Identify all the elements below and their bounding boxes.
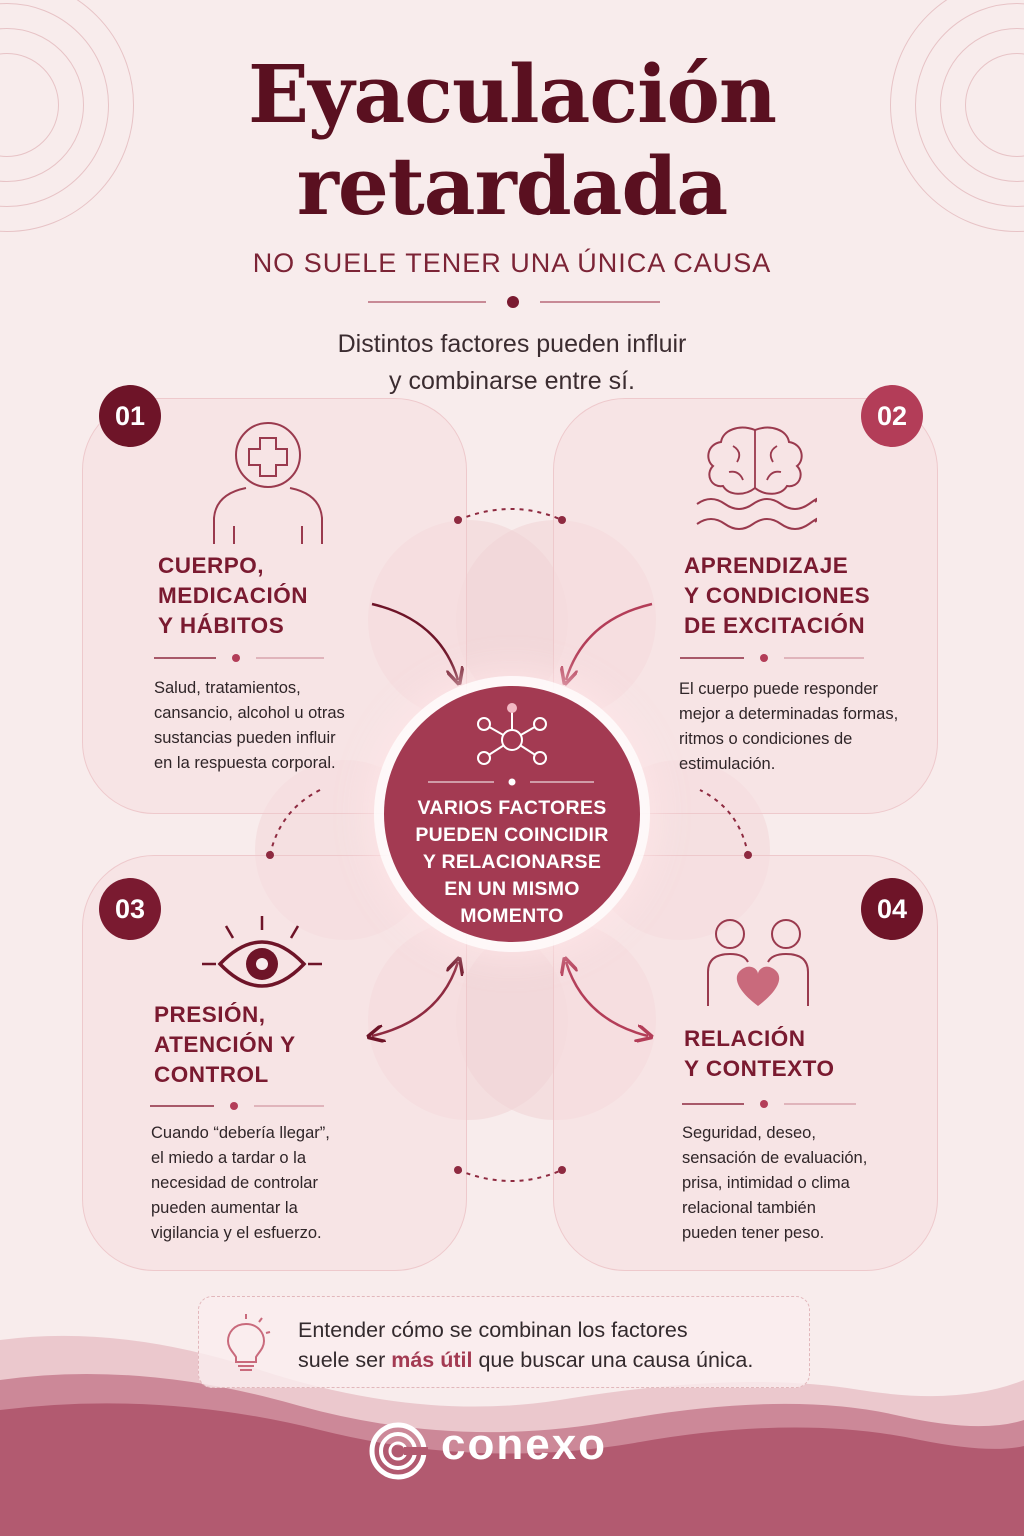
title-line-2: retardada	[296, 139, 729, 233]
note-line-1: Entender cómo se combinan los factores	[298, 1318, 688, 1342]
header-divider	[368, 296, 660, 308]
factor-1-desc-line-3: sustancias pueden influir	[154, 729, 336, 747]
factor-2-title-line-2: Y CONDICIONES	[684, 583, 871, 608]
factor-3-desc-line-3: necesidad de controlar	[151, 1174, 318, 1192]
center-line-1: VARIOS FACTORES	[417, 797, 607, 819]
factor-3-divider	[150, 1102, 324, 1110]
brand-name: conexo	[441, 1420, 608, 1469]
factor-1-title-line-2: MEDICACIÓN	[158, 583, 308, 608]
lightbulb-icon	[226, 1314, 271, 1371]
arrow-factor-4	[566, 962, 648, 1036]
factor-4-title: RELACIÓN Y CONTEXTO	[684, 1024, 834, 1084]
factor-4-divider	[682, 1100, 856, 1108]
factor-2-title-line-3: DE EXCITACIÓN	[684, 613, 866, 638]
note-line-2: suele ser más útil que buscar una causa …	[298, 1345, 753, 1375]
factor-3-title-line-3: CONTROL	[154, 1062, 269, 1087]
badge-01: 01	[99, 385, 161, 447]
intro-line-2: y combinarse entre sí.	[389, 367, 635, 395]
factor-1-desc-line-4: en la respuesta corporal.	[154, 754, 336, 772]
factor-3-title-line-2: ATENCIÓN Y	[154, 1032, 296, 1057]
intro-text: Distintos factores pueden influir y comb…	[0, 326, 1024, 400]
factor-1-desc-line-2: cansancio, alcohol u otras	[154, 704, 345, 722]
factor-2-desc-line-2: mejor a determinadas formas,	[679, 705, 899, 723]
factor-4-title-line-2: Y CONTEXTO	[684, 1056, 835, 1081]
badge-04: 04	[861, 878, 923, 940]
note-line-2-before: suele ser	[298, 1348, 392, 1372]
factor-3-title: PRESIÓN, ATENCIÓN Y CONTROL	[154, 1000, 296, 1090]
factor-1-title-line-1: CUERPO,	[158, 553, 265, 578]
factor-4-desc-line-2: sensación de evaluación,	[682, 1149, 868, 1167]
network-nodes-icon	[477, 703, 547, 765]
brain-waves-icon	[696, 426, 817, 530]
factor-4-desc-line-3: prisa, intimidad o clima	[682, 1174, 850, 1192]
note-highlight: más útil	[391, 1348, 473, 1372]
factor-4-desc-line-1: Seguridad, deseo,	[682, 1124, 816, 1142]
factor-3-desc-line-1: Cuando “debería llegar”,	[151, 1124, 330, 1142]
factor-1-title-line-3: Y HÁBITOS	[158, 613, 285, 638]
factor-1-desc-line-1: Salud, tratamientos,	[154, 679, 301, 697]
factor-1-description: Salud, tratamientos, cansancio, alcohol …	[154, 676, 345, 776]
center-divider	[428, 778, 594, 786]
center-line-2: PUEDEN COINCIDIR	[415, 824, 609, 846]
center-line-4: EN UN MISMO	[444, 878, 580, 900]
factor-2-desc-line-4: estimulación.	[679, 755, 776, 773]
factor-2-divider	[680, 654, 864, 662]
factor-2-title: APRENDIZAJE Y CONDICIONES DE EXCITACIÓN	[684, 551, 870, 641]
factor-2-description: El cuerpo puede responder mejor a determ…	[679, 677, 898, 777]
center-line-3: Y RELACIONARSE	[422, 851, 602, 873]
badge-02: 02	[861, 385, 923, 447]
arrow-factor-3	[372, 962, 458, 1036]
factor-3-desc-line-2: el miedo a tardar o la	[151, 1149, 307, 1167]
factor-4-desc-line-4: relacional también	[682, 1199, 816, 1217]
footer-note: Entender cómo se combinan los factores s…	[298, 1315, 753, 1375]
eye-icon	[202, 916, 322, 988]
factor-3-desc-line-5: vigilancia y el esfuerzo.	[151, 1224, 322, 1242]
subtitle: NO SUELE TENER UNA ÚNICA CAUSA	[252, 248, 772, 278]
factor-2-title-line-1: APRENDIZAJE	[684, 553, 849, 578]
couple-heart-icon	[707, 919, 809, 1006]
factor-4-description: Seguridad, deseo, sensación de evaluació…	[682, 1121, 867, 1246]
factor-2-desc-line-3: ritmos o condiciones de	[679, 730, 853, 748]
arrow-factor-1	[371, 602, 458, 680]
factor-3-title-line-1: PRESIÓN,	[154, 1002, 266, 1027]
intro-line-1: Distintos factores pueden influir	[337, 330, 687, 358]
factor-1-title: CUERPO, MEDICACIÓN Y HÁBITOS	[158, 551, 308, 641]
factor-3-desc-line-4: pueden aumentar la	[151, 1199, 298, 1217]
center-text: VARIOS FACTORES PUEDEN COINCIDIR Y RELAC…	[390, 795, 634, 930]
note-line-2-after: que buscar una causa única.	[472, 1348, 754, 1372]
factor-4-title-line-1: RELACIÓN	[684, 1026, 806, 1051]
factor-4-desc-line-5: pueden tener peso.	[682, 1224, 825, 1242]
title-line-1: Eyaculación	[247, 47, 777, 141]
factor-2-desc-line-1: El cuerpo puede responder	[679, 680, 879, 698]
badge-03: 03	[99, 878, 161, 940]
factor-1-divider	[154, 654, 324, 662]
page-title: Eyaculación retardada	[0, 48, 1024, 232]
factor-3-description: Cuando “debería llegar”, el miedo a tard…	[151, 1121, 330, 1246]
center-line-5: MOMENTO	[460, 905, 564, 927]
person-medical-cross-icon	[213, 422, 323, 544]
note-box	[198, 1296, 810, 1388]
arrow-factor-2	[566, 602, 653, 680]
conexo-logo-icon	[369, 1422, 428, 1480]
